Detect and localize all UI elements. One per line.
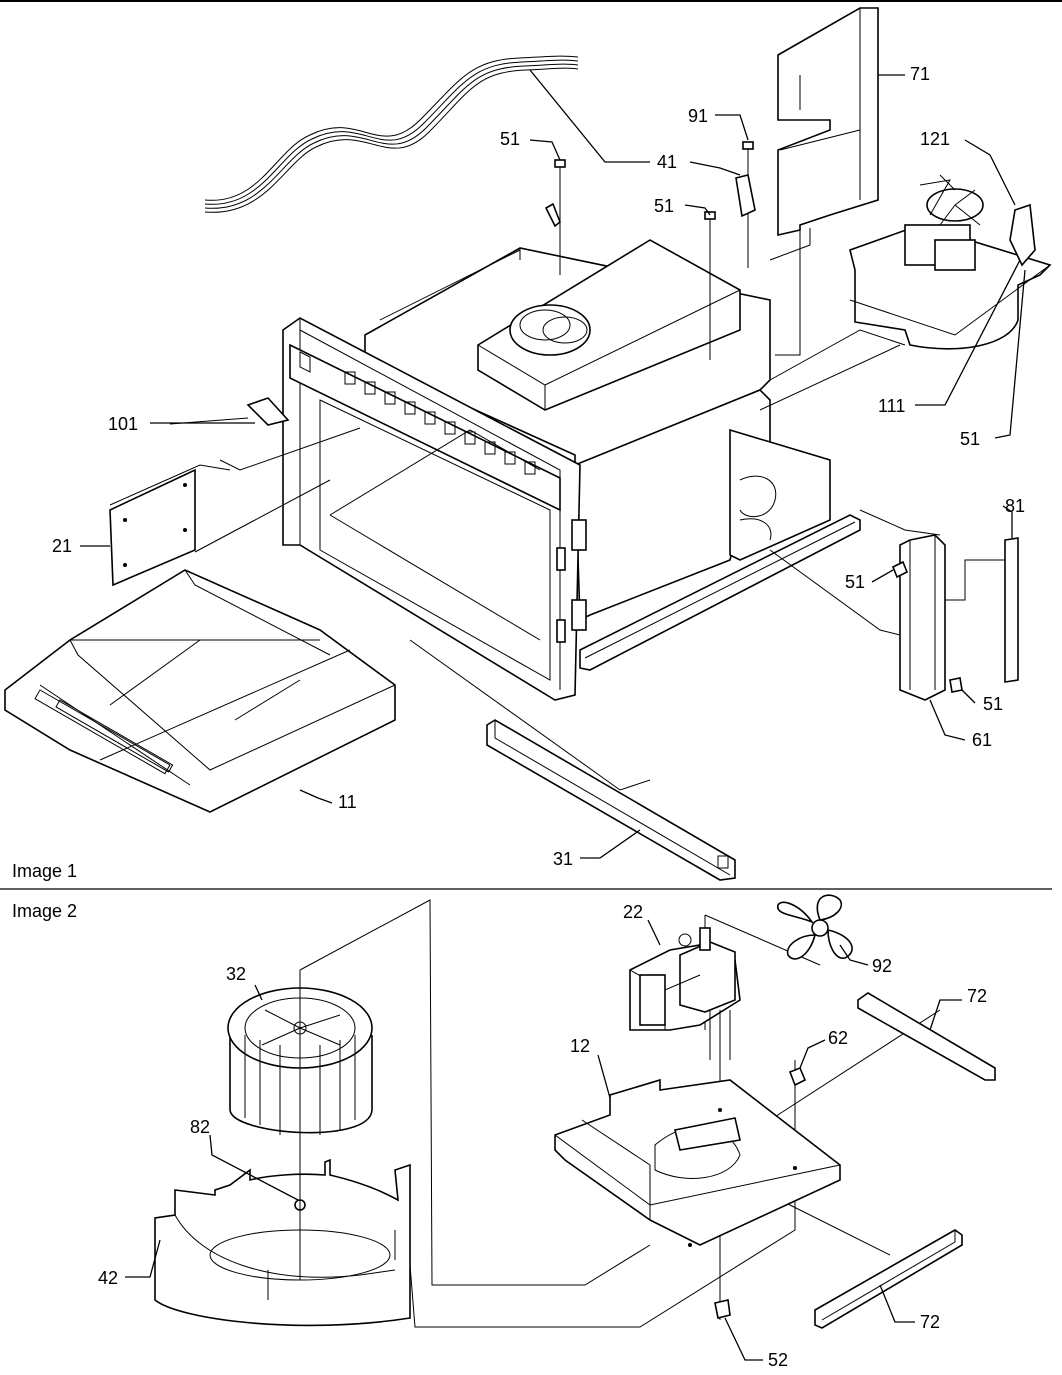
control-buttons	[344, 371, 536, 475]
caption-image2: Image 2	[12, 901, 77, 921]
wire-harness-part-41	[204, 55, 579, 213]
callout-51-e: 51	[983, 694, 1003, 714]
rail-part-31	[486, 719, 736, 881]
callout-51-a: 51	[500, 129, 520, 149]
strip-part-81	[1004, 537, 1019, 683]
plate-part-21	[109, 464, 231, 587]
callout-11: 11	[338, 792, 357, 812]
strip-part-72-upper	[857, 992, 996, 1081]
screw-part-52	[714, 1299, 731, 1319]
callout-32: 32	[226, 964, 246, 984]
image2-panel: Image 2	[12, 894, 996, 1370]
callout-leaders-image1	[80, 69, 1026, 859]
base-tray-part-11	[4, 569, 396, 813]
panel-part-71	[777, 7, 879, 237]
callout-72-a: 72	[967, 986, 987, 1006]
fan-motor-assembly-part-111	[849, 174, 1052, 350]
blower-housing-part-42	[154, 1158, 411, 1327]
image1-panel: 71 91 51 41 121 51 101 111 51 21 81 51 5…	[4, 7, 1052, 881]
callout-121: 121	[920, 129, 950, 149]
callout-62: 62	[828, 1028, 848, 1048]
tray-vent-slots	[34, 689, 174, 775]
screw-part-62	[788, 1066, 807, 1087]
screws-part-51-side	[891, 560, 963, 693]
callout-41: 41	[657, 152, 677, 172]
cabinet-assembly	[282, 239, 861, 701]
fan-blade-part-92	[777, 894, 853, 960]
callout-22: 22	[623, 902, 643, 922]
caption-image1: Image 1	[12, 861, 77, 881]
callout-52: 52	[768, 1350, 788, 1370]
callout-81: 81	[1005, 496, 1025, 516]
callout-42: 42	[98, 1268, 118, 1288]
motor-part-22	[629, 927, 741, 1060]
callout-82: 82	[190, 1117, 210, 1137]
assembly-lines-image1	[194, 228, 1005, 791]
callout-91: 91	[688, 106, 708, 126]
callout-101: 101	[108, 414, 138, 434]
bracket-plate-part-12	[554, 1078, 841, 1247]
callout-leaders-image2	[125, 919, 962, 1361]
side-bracket-part-61	[899, 534, 946, 701]
callout-21: 21	[52, 536, 72, 556]
callout-61: 61	[972, 730, 992, 750]
bracket-part-101	[169, 397, 361, 471]
strip-part-72-lower	[814, 1229, 963, 1329]
callout-111: 111	[878, 396, 905, 416]
callout-71: 71	[910, 64, 930, 84]
screws-part-51-top	[544, 141, 756, 360]
callout-72-b: 72	[920, 1312, 940, 1332]
callout-51-d: 51	[845, 572, 865, 592]
callout-92: 92	[872, 956, 892, 976]
callout-12: 12	[570, 1036, 590, 1056]
callout-51-c: 51	[960, 429, 980, 449]
callout-31: 31	[553, 849, 573, 869]
callout-51-b: 51	[654, 196, 674, 216]
